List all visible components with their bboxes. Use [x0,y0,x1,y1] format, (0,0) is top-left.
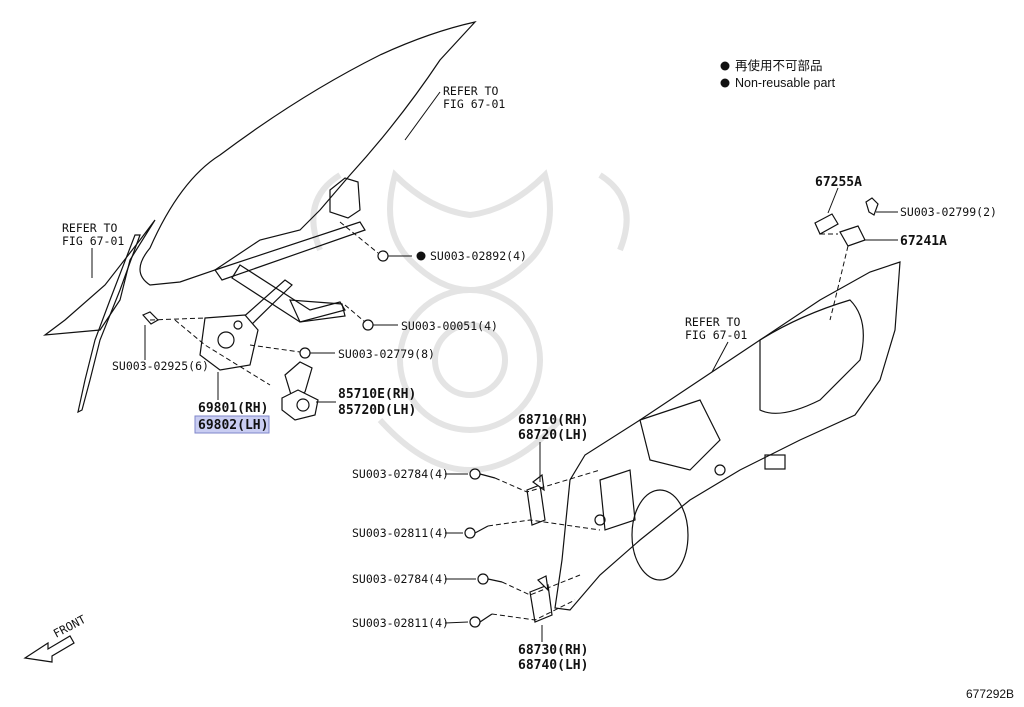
legend-text-en: Non-reusable part [735,76,836,90]
part-su003-02779[interactable]: SU003-02779(8) [338,347,435,361]
part-su003-02892[interactable]: SU003-02892(4) [430,249,527,263]
fasteners [141,250,503,628]
ref-glass-line2[interactable]: FIG 67-01 [443,97,505,111]
upper-hinge [526,473,546,526]
door-panel [554,261,901,611]
regulator-motor [281,361,319,421]
part-su003-02811-lower[interactable]: SU003-02811(4) [352,616,449,630]
door-check-parts [814,197,879,247]
part-68710[interactable]: 68710(RH) [518,413,588,428]
ref-front-line2[interactable]: FIG 67-01 [62,234,124,248]
window-regulator [199,221,366,371]
part-68730[interactable]: 68730(RH) [518,643,588,658]
ref-door-line1[interactable]: REFER TO [685,315,740,329]
front-arrow-icon [23,635,75,663]
watermark-logo [310,169,630,473]
part-68720[interactable]: 68720(LH) [518,428,588,443]
diagram-code: 677292B [966,687,1014,701]
ref-glass-line1[interactable]: REFER TO [443,84,498,98]
front-quarter-glass [42,219,156,414]
part-68740[interactable]: 68740(LH) [518,658,588,673]
part-su003-02925[interactable]: SU003-02925(6) [112,359,209,373]
legend-text-jp: 再使用不可部品 [735,58,823,73]
part-su003-02784-lower[interactable]: SU003-02784(4) [352,572,449,586]
part-su003-02784-upper[interactable]: SU003-02784(4) [352,467,449,481]
ref-door-line2[interactable]: FIG 67-01 [685,328,747,342]
part-85710e[interactable]: 85710E(RH) [338,387,416,402]
ref-front-line1[interactable]: REFER TO [62,221,117,235]
highlight-box [194,415,270,434]
non-reusable-marker-icon [416,251,426,261]
part-67241a[interactable]: 67241A [900,234,947,249]
door-glass [139,20,477,286]
lower-hinge [529,575,553,623]
legend-bullet-icon [720,78,730,88]
legend-bullet-icon [720,61,730,71]
part-85720d[interactable]: 85720D(LH) [338,403,416,418]
part-su003-02799[interactable]: SU003-02799(2) [900,205,997,219]
leader-lines [91,91,898,642]
part-su003-00051[interactable]: SU003-00051(4) [401,319,498,333]
part-su003-02811-upper[interactable]: SU003-02811(4) [352,526,449,540]
part-67255a[interactable]: 67255A [815,175,862,190]
part-69801[interactable]: 69801(RH) [198,401,268,416]
part-69802[interactable]: 69802(LH) [198,418,268,433]
assembly-dashed-lines [149,221,849,621]
